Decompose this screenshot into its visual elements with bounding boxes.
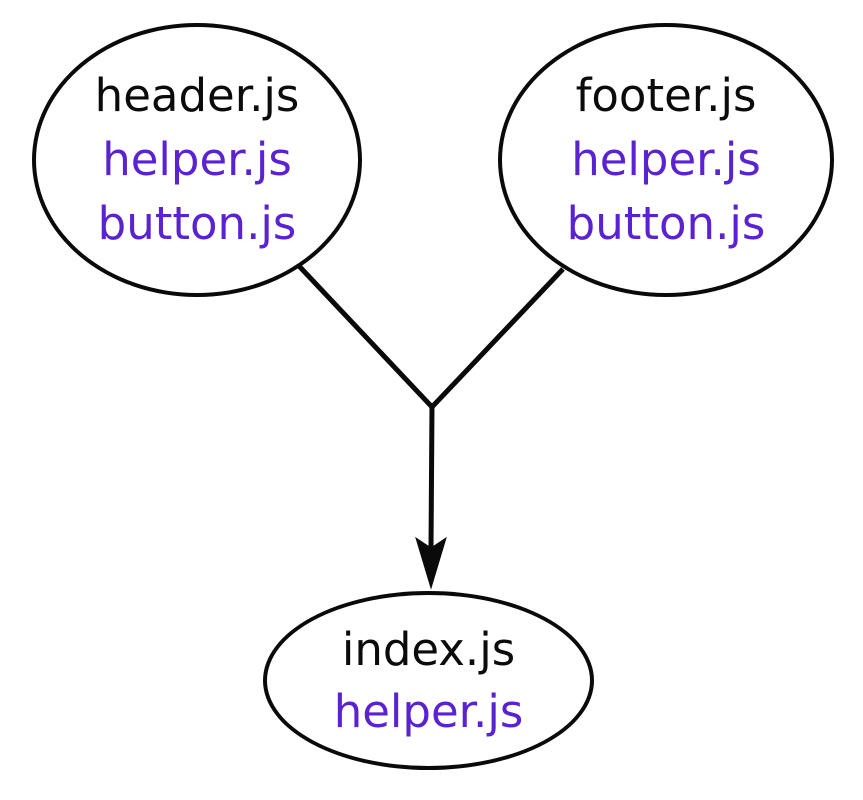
node-import: helper.js [333,684,524,738]
node-title: header.js [94,69,300,122]
node-header-js: header.js helper.js button.js [32,23,362,297]
node-import: helper.js [571,133,761,186]
node-title: footer.js [575,69,757,122]
node-import: button.js [97,197,297,250]
edge-header-footer-merge [297,264,565,411]
node-footer-js: footer.js helper.js button.js [498,23,834,297]
node-title: index.js [341,622,516,676]
edge-arrow-shaft [428,404,435,549]
arrowhead-icon [415,536,447,590]
node-import: helper.js [102,133,292,186]
node-index-js: index.js helper.js [263,591,594,770]
node-import: button.js [566,197,766,250]
